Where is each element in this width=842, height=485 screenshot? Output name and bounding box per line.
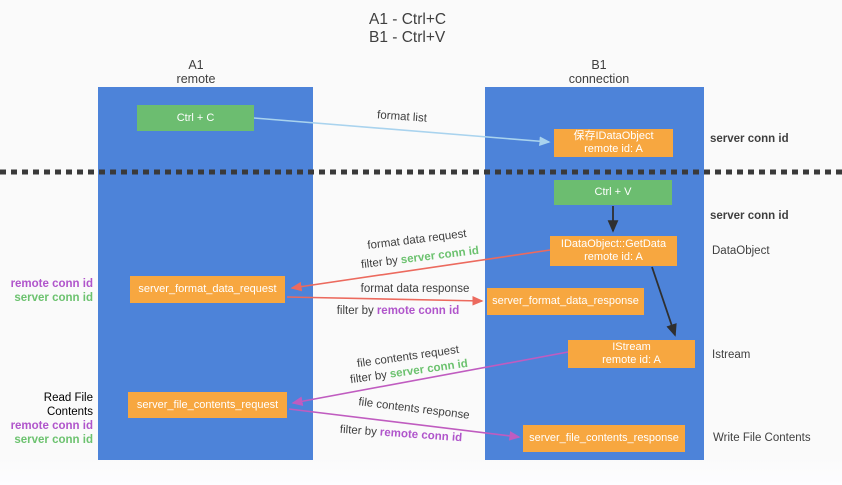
read-file-contents-label: Read File Contents [43,392,93,418]
format-request-label: server_format_data_request [138,283,277,295]
istream-line2: remote id: A [602,354,661,366]
save-idataobject-line2: remote id: A [584,143,643,155]
left-column-role: remote [176,72,216,86]
server-file-contents-response-box: server_file_contents_response [523,425,685,452]
istream-line1: IStream [612,341,651,353]
remote-conn-id-text: remote conn id [376,305,460,317]
right-column-name: B1 [591,58,607,72]
dataobject-side-label: DataObject [712,245,770,257]
remote-conn-id-read: remote conn id [10,420,93,432]
read-file-contents-stack: Read File Contents remote conn id server… [0,391,93,447]
ctrl-c-box: Ctrl + C [137,105,254,131]
file-request-label: server_file_contents_request [136,398,279,411]
ctrl-c-label: Ctrl + C [176,111,215,124]
server-format-data-response-box: server_format_data_response [487,288,644,315]
right-column-header: B1 connection [544,58,654,86]
format-data-response-label: format data response [360,283,470,295]
format-data-response-arrow [286,296,484,306]
server-conn-id-text: server conn id [400,244,480,267]
istream-side-label: Istream [712,349,751,361]
getdata-line1: IDataObject::GetData [560,238,667,250]
server-format-data-request-box: server_format_data_request [130,276,285,303]
server-conn-id-read: server conn id [14,434,93,446]
diagram-title: A1 - Ctrl+C B1 - Ctrl+V [369,11,446,47]
format-list-label: format list [376,109,428,125]
left-column-header: A1 remote [141,58,251,86]
left-conn-id-stack: remote conn id server conn id [0,277,93,305]
title-line-2: B1 - Ctrl+V [369,29,446,46]
server-file-contents-request-box: server_file_contents_request [128,392,287,418]
filter-by-text: filter by [336,305,374,317]
getdata-line2: remote id: A [584,251,643,263]
ctrl-v-label: Ctrl + V [594,186,632,198]
server-conn-id-right-top: server conn id [710,133,789,145]
write-file-contents-label: Write File Contents [713,432,811,444]
file-response-label: server_file_contents_response [529,432,679,444]
ctrl-v-box: Ctrl + V [554,180,672,205]
remote-conn-id-text: remote conn id [379,426,463,445]
filter-by-text: filter by [339,423,378,439]
save-idataobject-line1: 保存IDataObject [573,130,654,142]
remote-conn-id-left: remote conn id [10,278,93,290]
filter-by-text: filter by [349,369,388,387]
title-line-1: A1 - Ctrl+C [369,11,447,28]
left-column-name: A1 [188,58,204,72]
server-conn-id-left: server conn id [14,292,93,304]
filter-by-text: filter by [360,254,399,272]
save-idataobject-box: 保存IDataObject remote id: A [554,129,673,157]
right-column-role: connection [568,72,630,86]
format-response-label: server_format_data_response [492,295,639,307]
idataobject-getdata-box: IDataObject::GetData remote id: A [550,236,677,266]
istream-box: IStream remote id: A [568,340,695,368]
file-contents-response-label: file contents response [357,396,471,422]
server-conn-id-right-mid: server conn id [710,210,789,222]
